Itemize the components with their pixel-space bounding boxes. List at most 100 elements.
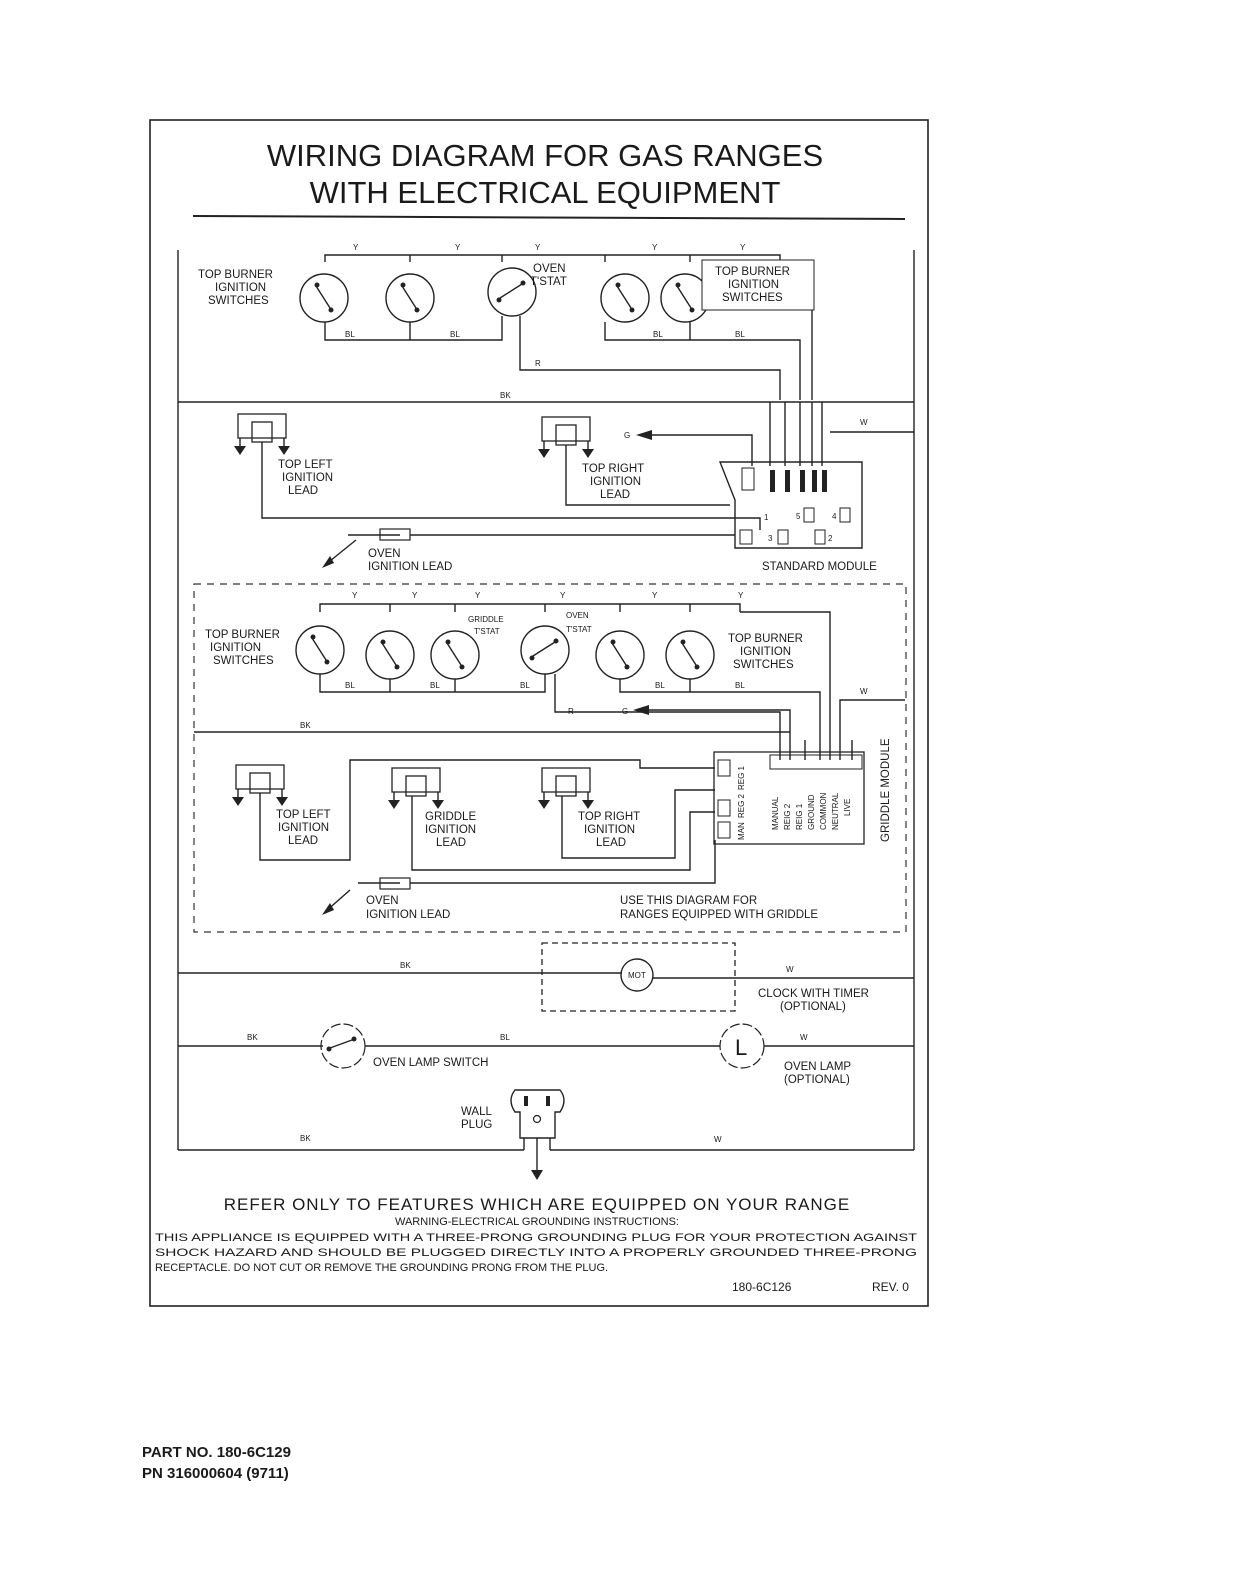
griddle-tstat-label: T'STAT <box>474 627 500 636</box>
switches-left-label: SWITCHES <box>213 655 274 667</box>
ignition-switch-icon <box>295 625 345 675</box>
top-left-lead-label: IGNITION <box>282 472 333 484</box>
wire-label-bl: BL <box>735 330 745 339</box>
oven-lead-label: OVEN <box>366 895 399 907</box>
wire-label-y: Y <box>475 591 481 600</box>
top-left-lead-label: LEAD <box>288 835 318 847</box>
module-side-label: REG 1 <box>737 765 746 790</box>
module-terminal: 4 <box>832 512 837 521</box>
spark-electrode-icon <box>234 413 761 530</box>
wire-label-y: Y <box>535 243 541 252</box>
lamp-label: OVEN LAMP <box>784 1061 851 1073</box>
switches-left-label: SWITCHES <box>208 295 269 307</box>
wire-label-bk: BK <box>500 391 511 400</box>
top-left-lead-label: TOP LEFT <box>276 809 331 821</box>
warning-title: WARNING-ELECTRICAL GROUNDING INSTRUCTION… <box>395 1216 679 1228</box>
module-terminal: MANUAL <box>771 796 780 830</box>
oven-lead-label: IGNITION LEAD <box>366 909 450 921</box>
warning-line: SHOCK HAZARD AND SHOULD BE PLUGGED DIREC… <box>155 1247 917 1259</box>
spark-electrode-icon <box>388 767 715 871</box>
switches-left-label: IGNITION <box>210 642 261 654</box>
top-right-lead-label: TOP RIGHT <box>578 811 640 823</box>
module-terminal: 3 <box>768 534 773 543</box>
wire-label-g: G <box>622 707 628 716</box>
title-line-2: WITH ELECTRICAL EQUIPMENT <box>310 175 781 210</box>
doc-number: 180-6C126 <box>732 1280 792 1294</box>
oven-lamp-switch-icon <box>320 1023 366 1069</box>
switches-right-label: SWITCHES <box>722 292 783 304</box>
wire-label-bl: BL <box>430 681 440 690</box>
clock-motor-symbol: MOT <box>628 971 646 980</box>
module-terminal: GROUND <box>807 794 816 830</box>
wire-label-y: Y <box>412 591 418 600</box>
top-right-lead-label: LEAD <box>596 837 626 849</box>
module-terminal: NEUTRAL <box>831 792 840 830</box>
wire-label-w: W <box>786 965 794 974</box>
wire-label-bl: BL <box>520 681 530 690</box>
switches-right-label: TOP BURNER <box>728 633 803 645</box>
ignition-switch-icon <box>430 630 480 680</box>
switches-right-label: IGNITION <box>740 646 791 658</box>
top-left-lead-label: TOP LEFT <box>278 459 333 471</box>
wire-label-y: Y <box>652 243 658 252</box>
module-terminal: LIVE <box>843 799 852 816</box>
wire-label-r: R <box>568 707 574 716</box>
revision: REV. 0 <box>872 1280 909 1294</box>
oven-thermostat-icon <box>487 267 537 317</box>
module-side-label: MAN <box>737 822 746 840</box>
oven-lamp-symbol: L <box>735 1035 747 1060</box>
module-side-label: REG 2 <box>737 793 746 818</box>
wire-label-bl: BL <box>450 330 460 339</box>
ignition-switch-icon <box>365 630 415 680</box>
refer-note: REFER ONLY TO FEATURES WHICH ARE EQUIPPE… <box>224 1195 851 1214</box>
title-underline <box>192 215 906 220</box>
ignition-switch-icon <box>385 273 435 323</box>
griddle-lead-label: IGNITION <box>425 824 476 836</box>
switches-right-label: TOP BURNER <box>715 266 790 278</box>
griddle-module-icon <box>713 740 865 845</box>
wire-label-w: W <box>800 1033 808 1042</box>
wire-label-r: R <box>535 359 541 368</box>
wire-label-bl: BL <box>735 681 745 690</box>
standard-section: Y Y Y Y Y BL BL BL BL R TOP BURNER <box>177 243 915 1150</box>
oven-tstat-label: OVEN <box>533 263 566 275</box>
diagram-frame <box>149 119 929 1307</box>
wire-label-bl: BL <box>345 681 355 690</box>
top-right-lead-label: LEAD <box>600 489 630 501</box>
top-right-lead-label: IGNITION <box>590 476 641 488</box>
spark-arrow-icon <box>322 903 334 915</box>
top-left-lead-label: IGNITION <box>278 822 329 834</box>
ignition-switch-icon <box>600 273 650 323</box>
standard-module-icon <box>718 461 863 549</box>
module-terminal: COMMON <box>819 792 828 830</box>
module-terminal: 2 <box>828 534 833 543</box>
wire-label-bl: BL <box>653 330 663 339</box>
module-terminal: REIG 2 <box>783 803 792 830</box>
wire-label-y: Y <box>652 591 658 600</box>
clock-label: (OPTIONAL) <box>780 1001 846 1013</box>
spark-electrode-icon <box>538 416 730 506</box>
oven-tstat-label: T'STAT <box>530 276 567 288</box>
switches-right-label: SWITCHES <box>733 659 794 671</box>
oven-tstat-label: OVEN <box>566 611 589 620</box>
wire-label-bk: BK <box>400 961 411 970</box>
module-terminal: 1 <box>764 513 769 522</box>
wire-label-w: W <box>860 687 868 696</box>
clock-label: CLOCK WITH TIMER <box>758 988 869 1000</box>
clock-motor-icon <box>620 958 654 992</box>
module-terminal: REIG 1 <box>795 803 804 830</box>
wall-plug-icon <box>510 1089 565 1180</box>
wire-label-bk: BK <box>300 721 311 730</box>
module-terminal: 5 <box>796 512 801 521</box>
griddle-lead-label: LEAD <box>436 837 466 849</box>
ground-arrow-icon <box>633 705 649 715</box>
pn-number: PN 316000604 (9711) <box>142 1465 289 1482</box>
switches-left-label: TOP BURNER <box>205 629 280 641</box>
warning-line: THIS APPLIANCE IS EQUIPPED WITH A THREE-… <box>155 1232 917 1244</box>
wire-label-y: Y <box>740 243 746 252</box>
oven-tstat-label: T'STAT <box>566 625 592 634</box>
wire-label-y: Y <box>560 591 566 600</box>
ignition-switch-icon <box>595 630 645 680</box>
oven-lead-label: IGNITION LEAD <box>368 561 452 573</box>
part-number: PART NO. 180-6C129 <box>142 1444 291 1461</box>
